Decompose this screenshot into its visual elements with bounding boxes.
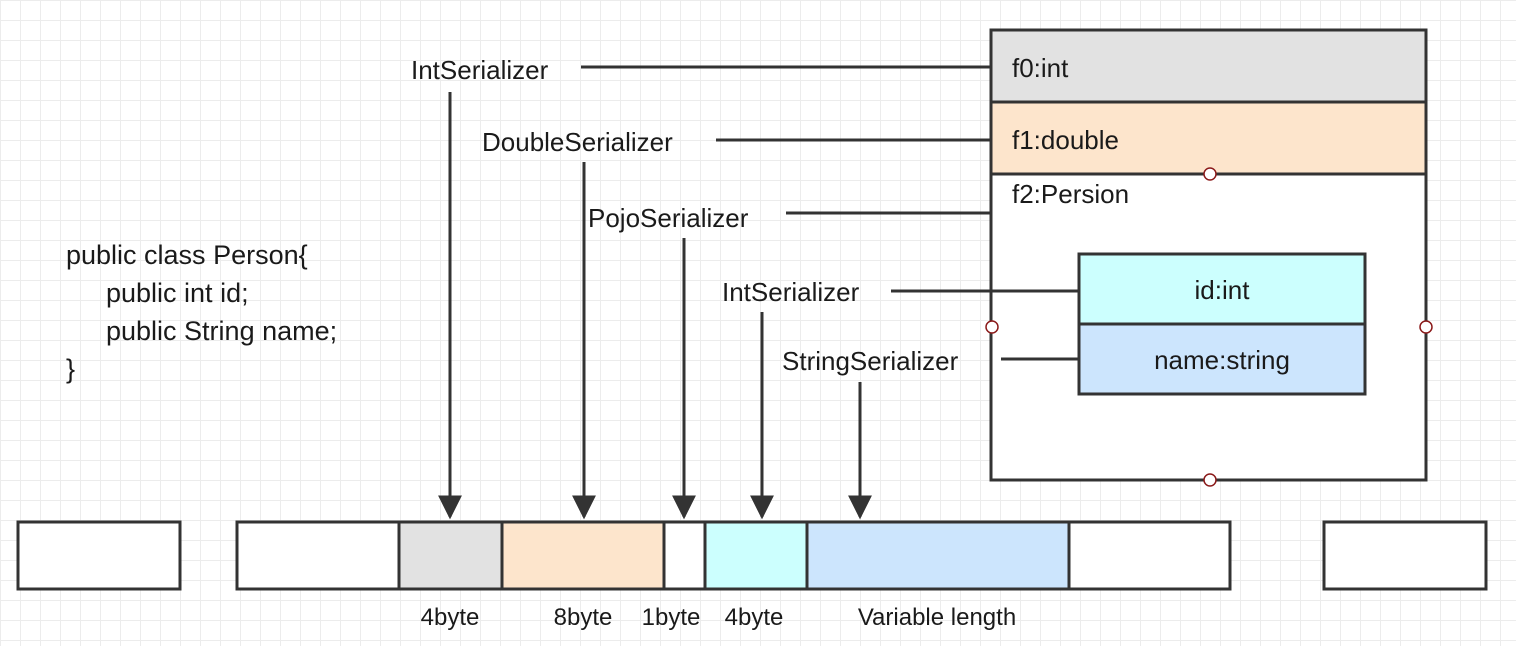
f1-field-cell [989,100,1428,176]
buffer-cell-trailing [1067,520,1232,591]
pojo-serializer-label: PojoSerializer [588,203,749,233]
person-class-code: public class Person{ public int id; publ… [66,236,337,388]
buffer-cell-f0-int [397,520,504,591]
buffer-cell-leading [235,520,401,591]
string-serializer-label: StringSerializer [782,346,959,376]
size-label-flag: 1byte [642,604,701,631]
code-line-class: public class Person{ [66,240,308,270]
anchor-dot [1419,320,1433,334]
buffer-cell-name-string [805,520,1071,591]
double-serializer-label: DoubleSerializer [482,127,673,157]
int-serializer-nested-label: IntSerializer [722,277,860,307]
size-label-f1: 8byte [554,604,613,631]
buffer-cell-left-outer [16,520,182,591]
size-label-name: Variable length [858,604,1016,631]
int-serializer-label: IntSerializer [411,55,549,85]
f1-field-label: f1:double [1012,125,1119,155]
code-line-close: } [66,354,76,384]
anchor-dot [1203,167,1217,181]
nested-name-label: name:string [1154,345,1290,375]
nested-id-label: id:int [1195,275,1251,305]
anchor-dot [985,320,999,334]
code-line-id: public int id; [106,278,249,308]
buffer-cell-f1-double [500,520,666,591]
anchor-dot [1203,473,1217,487]
size-label-id: 4byte [725,604,784,631]
f0-field-label: f0:int [1012,53,1069,83]
buffer-cell-pojo-flag [662,520,707,591]
code-line-name: public String name; [106,316,338,346]
f2-field-label: f2:Persion [1012,179,1129,209]
buffer-cell-id-int [703,520,809,591]
nested-name-cell [1077,322,1367,396]
buffer-cell-right-outer [1322,520,1488,591]
size-label-f0: 4byte [421,604,480,631]
